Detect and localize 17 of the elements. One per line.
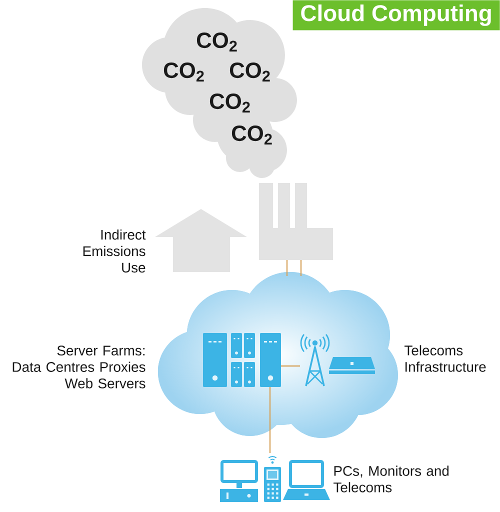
formula-text: CO$_{2}$: [230, 62, 270, 82]
antenna-tower-icon: [300, 334, 330, 386]
connector-line: [281, 365, 300, 367]
server-rack-icon: [203, 333, 281, 387]
formula-text: CO$_{2}$: [232, 126, 272, 144]
connector-line: [269, 387, 271, 453]
formula-text: CO$_{2}$: [210, 94, 250, 112]
caption-text: PCs, Monitors and Telecoms: [334, 466, 449, 492]
text-label: Telecoms Infrastructure: [404, 345, 486, 372]
text-label: Indirect Emissions Use: [83, 229, 146, 273]
formula-text: CO$_{2}$: [164, 62, 204, 82]
connector-line: [300, 260, 302, 276]
factory-icon: [259, 183, 333, 260]
connector-line: [286, 260, 288, 276]
formula-text: CO$_{2}$: [196, 32, 237, 52]
text-label: Server Farms: Data Centres Proxies Web Servers: [12, 346, 146, 388]
title-banner: Cloud Computing: [292, 0, 500, 30]
